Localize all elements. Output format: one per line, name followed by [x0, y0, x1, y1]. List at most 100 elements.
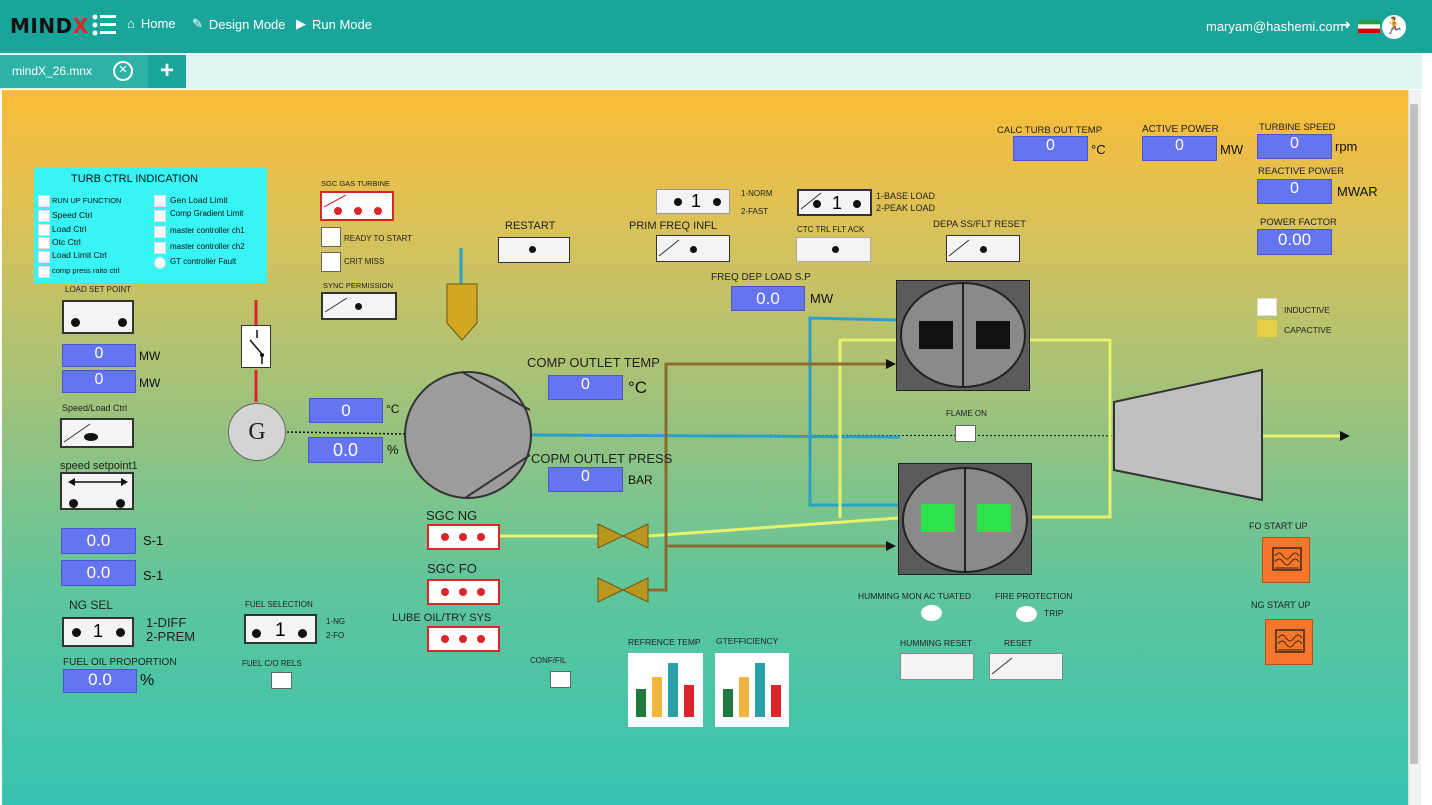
checkbox-comp-press[interactable] — [38, 266, 50, 278]
mw-value-2: 0 — [62, 370, 136, 393]
flame-on-label: FLAME ON — [946, 409, 987, 418]
comp-pct-value: 0.0 — [308, 437, 383, 463]
reactive-power-value: 0 — [1257, 179, 1332, 204]
fire-protection-label: FIRE PROTECTION — [995, 591, 1073, 601]
humming-reset-button[interactable] — [900, 653, 974, 680]
reactive-power-unit: MWAR — [1337, 184, 1378, 199]
home-icon: ⌂ — [127, 16, 135, 31]
gtefficiency-label: GTEFFICIENCY — [716, 636, 779, 646]
checkbox-otc-ctrl[interactable] — [38, 237, 50, 249]
run-mode-icon: ▶ — [296, 16, 306, 31]
checkbox-run-up[interactable] — [38, 195, 50, 207]
checkbox-master-ch2[interactable] — [154, 242, 166, 254]
menu-icon[interactable] — [92, 14, 116, 36]
power-factor-value: 0.00 — [1257, 229, 1332, 255]
calc-turb-out-temp-value: 0 — [1013, 136, 1088, 161]
humming-reset-label: HUMMING RESET — [900, 638, 973, 648]
calc-turb-out-temp-label: CALC TURB OUT TEMP — [997, 125, 1103, 136]
speed-load-ctrl-button[interactable] — [60, 418, 134, 448]
top-bar — [0, 0, 1432, 53]
comp-temp-unit: °C — [386, 402, 400, 416]
flag-iran-icon[interactable] — [1358, 20, 1380, 33]
sgc-ng-label: SGC NG — [426, 508, 478, 523]
speed-setpoint1-button[interactable] — [60, 472, 134, 510]
indicator-gt-fault — [154, 257, 166, 269]
checkbox-load-ctrl[interactable] — [38, 224, 50, 236]
reset-button[interactable] — [989, 653, 1063, 680]
refrence-temp-label: REFRENCE TEMP — [628, 637, 701, 647]
trip-label: TRIP — [1044, 608, 1064, 618]
copm-outlet-press-label: COPM OUTLET PRESS — [531, 451, 673, 466]
nav-design-mode[interactable]: ✎Design Mode — [192, 16, 286, 32]
prim-freq-infl-label: PRIM FREQ INFL — [629, 220, 718, 232]
speed-load-ctrl-label: Speed/Load Ctrl — [62, 403, 128, 413]
turbine-speed-unit: rpm — [1335, 139, 1358, 154]
fire-protection-indicator — [1016, 606, 1037, 622]
scrollbar-thumb[interactable] — [1410, 104, 1418, 764]
load-mode-option-2: 2-PEAK LOAD — [876, 203, 936, 213]
conf-fil-indicator — [550, 671, 571, 688]
fuel-selection-switch[interactable]: 1 — [244, 614, 317, 644]
add-tab-button[interactable]: + — [148, 55, 186, 88]
prim-freq-switch[interactable]: 1 — [656, 189, 730, 214]
sgc-ng-button[interactable] — [427, 524, 500, 550]
prim-freq-option-1: 1-NORM — [741, 189, 773, 198]
prim-freq-infl-button[interactable] — [656, 235, 730, 262]
gtefficiency-chart-icon[interactable] — [715, 653, 789, 727]
checkbox-speed-ctrl[interactable] — [38, 210, 50, 222]
sync-permission-button[interactable] — [321, 292, 397, 320]
ng-start-up-button[interactable] — [1265, 619, 1313, 665]
checkbox-load-limit[interactable] — [38, 251, 50, 263]
panel-title: TURB CTRL INDICATION — [71, 173, 199, 185]
runner-icon[interactable]: 🏃 — [1382, 15, 1406, 39]
fuel-oil-proportion-unit: % — [140, 672, 155, 689]
user-email[interactable]: maryam@hashemi.com — [1206, 19, 1344, 34]
humming-mon-indicator — [921, 605, 942, 621]
load-set-point-button[interactable] — [62, 300, 134, 334]
sync-permission-label: SYNC PERMISSION — [323, 281, 394, 290]
checkbox-gen-load-limit[interactable] — [154, 195, 166, 207]
crit-miss-indicator — [321, 252, 341, 272]
nav-home[interactable]: ⌂Home — [127, 16, 176, 31]
capactive-indicator — [1257, 320, 1277, 337]
fuel-option-1: 1-NG — [326, 617, 346, 626]
sgc-gas-turbine-button[interactable] — [320, 191, 394, 221]
logout-icon[interactable]: ➜ — [1340, 17, 1351, 32]
fo-start-up-button[interactable] — [1262, 537, 1310, 583]
brand-logo[interactable]: MINDX — [10, 14, 89, 38]
load-mode-switch[interactable]: 1 — [797, 189, 872, 216]
s-unit-1: S-1 — [143, 533, 164, 548]
ng-sel-option-2: 2-PREM — [146, 629, 196, 644]
tab-bar — [0, 53, 1422, 89]
comp-outlet-temp-label: COMP OUTLET TEMP — [527, 355, 660, 370]
fuel-co-rels-indicator — [271, 672, 292, 689]
turb-ctrl-indication-panel: TURB CTRL INDICATION RUN UP FUNCTION Spe… — [34, 168, 267, 284]
ng-sel-label: NG SEL — [69, 598, 114, 612]
s-unit-2: S-1 — [143, 568, 164, 583]
checkbox-master-ch1[interactable] — [154, 226, 166, 238]
comp-pct-unit: % — [387, 442, 399, 457]
copm-outlet-press-unit: BAR — [628, 473, 653, 487]
checkbox-comp-gradient[interactable] — [154, 210, 166, 222]
calc-turb-out-temp-unit: °C — [1091, 142, 1106, 157]
mw-unit-1: MW — [139, 349, 161, 363]
depa-reset-button[interactable] — [946, 235, 1020, 262]
breaker-switch-icon[interactable] — [241, 325, 271, 368]
refrence-temp-chart-icon[interactable] — [628, 653, 703, 727]
lube-oil-label: LUBE OIL/TRY SYS — [392, 612, 492, 624]
tab-mindx-26[interactable]: mindX_26.mnx ✕ — [0, 55, 148, 88]
restart-button[interactable] — [498, 237, 570, 263]
active-power-label: ACTIVE POWER — [1142, 124, 1219, 135]
comp-outlet-temp-unit: °C — [628, 378, 648, 397]
lube-oil-button[interactable] — [427, 626, 500, 652]
ctc-trl-flt-ack-button[interactable] — [796, 237, 871, 262]
ctc-trl-flt-ack-label: CTC TRL FLT ACK — [797, 225, 865, 234]
sgc-fo-button[interactable] — [427, 579, 500, 605]
ng-sel-switch[interactable]: 1 — [62, 617, 134, 647]
nav-run-mode[interactable]: ▶Run Mode — [296, 16, 372, 32]
conf-fil-label: CONF/FIL — [530, 656, 567, 665]
close-tab-icon[interactable]: ✕ — [113, 61, 133, 81]
sgc-gas-turbine-label: SGC GAS TURBINE — [321, 179, 391, 188]
humming-mon-label: HUMMING MON AC TUATED — [858, 591, 972, 601]
